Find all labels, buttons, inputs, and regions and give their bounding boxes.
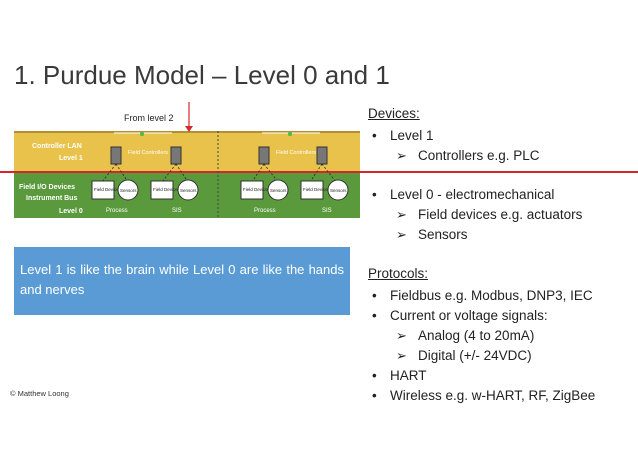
process-label: Process (254, 208, 276, 214)
field-io-label: Field I/O Devices (19, 184, 75, 191)
level0-label: Level 0 (59, 208, 83, 215)
controller-icon (258, 146, 270, 165)
copyright: © Matthew Loong (10, 389, 69, 398)
arrow-bullet-icon: ➢ (396, 207, 407, 222)
svg-text:Sensors: Sensors (330, 188, 347, 193)
svg-text:Field Devices: Field Devices (153, 187, 181, 192)
bullet-icon: • (372, 128, 377, 143)
controller-icon (110, 146, 122, 165)
bullet-item: •Level 1 (368, 126, 630, 146)
svg-text:Sensors: Sensors (270, 188, 287, 193)
devices-protocols-panel: Devices: •Level 1 ➢Controllers e.g. PLC … (368, 104, 630, 406)
arrow-bullet-icon: ➢ (396, 328, 407, 343)
wireless-marker (140, 132, 144, 136)
level1-border (14, 131, 360, 133)
arrow-bullet-icon: ➢ (396, 148, 407, 163)
sub-bullet-item: ➢Analog (4 to 20mA) (368, 326, 630, 346)
controller-icon (316, 146, 328, 165)
bullet-item: •Current or voltage signals: (368, 306, 630, 326)
sub-bullet-item: ➢Digital (+/- 24VDC) (368, 346, 630, 366)
wireless-marker (288, 132, 292, 136)
instrument-bus-label: Instrument Bus (26, 195, 77, 202)
bullet-item: •Fieldbus e.g. Modbus, DNP3, IEC (368, 286, 630, 306)
device-cluster-2: Field Devices Sensors Field Devices Sens… (240, 179, 349, 201)
bullet-icon: • (372, 368, 377, 383)
from-level2-arrowhead (185, 126, 193, 132)
level1-band (14, 131, 360, 171)
field-controllers-label: Field Controllers (128, 150, 168, 156)
devices-heading: Devices: (368, 106, 420, 121)
bullet-icon: • (372, 187, 377, 202)
sis-label: SIS (172, 208, 182, 214)
process-label: Process (106, 208, 128, 214)
controller-icon (170, 146, 182, 165)
bullet-item: •Level 0 - electromechanical (368, 185, 630, 205)
bullet-icon: • (372, 308, 377, 323)
svg-text:Sensors: Sensors (120, 188, 137, 193)
level-divider-line (0, 171, 638, 173)
level1-label: Level 1 (59, 155, 83, 162)
bullet-icon: • (372, 288, 377, 303)
sis-label: SIS (322, 208, 332, 214)
bullet-icon: • (372, 388, 377, 403)
slide-title: 1. Purdue Model – Level 0 and 1 (14, 60, 390, 90)
field-controllers-label: Field Controllers (276, 150, 316, 156)
bullet-item: •HART (368, 366, 630, 386)
purdue-diagram: Controller LAN Level 1 Field I/O Devices… (14, 102, 360, 218)
controller-lan-label: Controller LAN (32, 143, 82, 150)
arrow-bullet-icon: ➢ (396, 227, 407, 242)
protocols-heading: Protocols: (368, 266, 429, 281)
bullet-item: •Wireless e.g. w-HART, RF, ZigBee (368, 386, 630, 406)
svg-text:Field Devices: Field Devices (243, 187, 271, 192)
analogy-callout: Level 1 is like the brain while Level 0 … (14, 247, 350, 315)
svg-text:Sensors: Sensors (180, 188, 197, 193)
sub-bullet-item: ➢Sensors (368, 225, 630, 245)
from-level2-label: From level 2 (124, 113, 174, 123)
svg-text:Field Devices: Field Devices (303, 187, 331, 192)
device-cluster-1: Field Devices Sensors Field Devices Sens… (91, 179, 199, 201)
svg-text:Field Devices: Field Devices (94, 187, 122, 192)
sub-bullet-item: ➢Controllers e.g. PLC (368, 146, 630, 166)
arrow-bullet-icon: ➢ (396, 348, 407, 363)
sub-bullet-item: ➢Field devices e.g. actuators (368, 205, 630, 225)
